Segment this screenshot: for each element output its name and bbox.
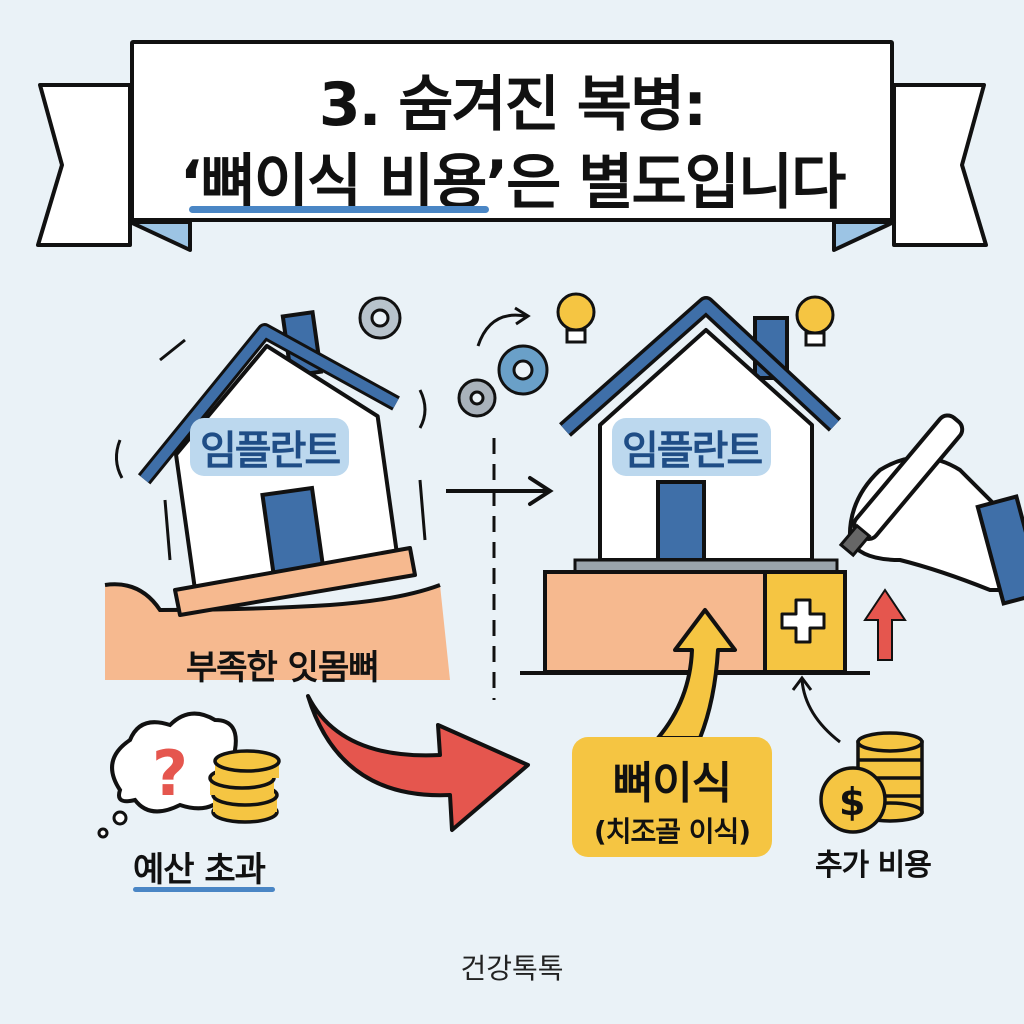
bone-graft-callout bbox=[572, 737, 772, 857]
footer-brand: 건강톡톡 bbox=[460, 952, 564, 985]
svg-text:?: ? bbox=[152, 737, 188, 810]
bone-graft-sublabel: (치조골 이식) bbox=[593, 815, 751, 848]
left-house-label: 임플란트 bbox=[190, 418, 350, 476]
right-house-label: 임플란트 bbox=[612, 418, 772, 476]
banner-left-ribbon bbox=[36, 83, 988, 252]
banner-body: 3. 숨겨진 복병: ‘뼈이식 비용’은 별도입니다 bbox=[130, 40, 894, 222]
svg-text:$: $ bbox=[839, 780, 865, 824]
ground-label: 부족한 잇몸뼈 bbox=[186, 648, 380, 688]
bone-graft-label: 뼈이식 bbox=[612, 758, 732, 809]
title-line-1: 3. 숨겨진 복병: bbox=[318, 70, 707, 140]
budget-underline bbox=[133, 887, 275, 892]
budget-label: 예산 초과 bbox=[133, 850, 266, 890]
title-underline bbox=[189, 206, 489, 213]
extra-cost-label: 추가 비용 bbox=[815, 848, 932, 883]
